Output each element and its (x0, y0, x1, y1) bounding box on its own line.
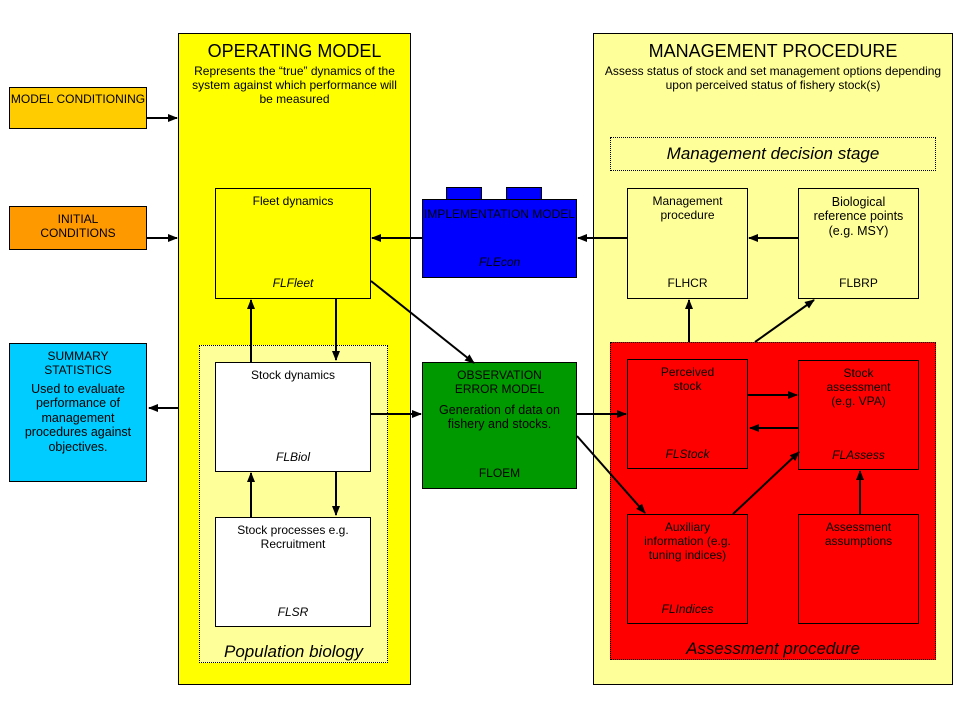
stock-assessment-box: Stock assessment (e.g. VPA) FLAssess (798, 360, 919, 470)
auxiliary-information-class: FLIndices (661, 602, 714, 616)
stock-assessment-label: Stock assessment (e.g. VPA) (826, 366, 891, 408)
fleet-dynamics-label: Fleet dynamics (252, 194, 334, 208)
stock-assessment-class: FLAssess (832, 448, 885, 462)
auxiliary-information-box: Auxiliary information (e.g. tuning indic… (627, 514, 748, 624)
perceived-stock-label: Perceived stock (660, 365, 715, 393)
implementation-tab-left (446, 187, 482, 201)
operating-model-subtitle: Represents the “true” dynamics of the sy… (192, 64, 397, 106)
management-procedure-subtitle: Assess status of stock and set managemen… (604, 64, 942, 92)
management-decision-stage-label: Management decision stage (666, 144, 880, 163)
observation-error-model-body: Generation of data on fishery and stocks… (439, 403, 560, 432)
arrow-assessment-to-brp (754, 299, 815, 343)
management-decision-stage-box: Management decision stage (610, 137, 936, 171)
initial-conditions-label: INITIAL CONDITIONS (40, 212, 116, 240)
biological-reference-points-box: Biological reference points (e.g. MSY) F… (798, 188, 919, 299)
management-procedure-title: MANAGEMENT PROCEDURE (648, 41, 898, 61)
implementation-model-class: FLEcon (478, 255, 521, 269)
implementation-model-label: IMPLEMENTATION MODEL (424, 207, 575, 221)
biological-reference-points-label: Biological reference points (e.g. MSY) (813, 195, 904, 238)
population-biology-label: Population biology (224, 642, 363, 661)
observation-error-model-box: OBSERVATION ERROR MODEL Generation of da… (422, 362, 577, 489)
management-procedure-box: Management procedure FLHCR (627, 188, 748, 299)
initial-conditions-box: INITIAL CONDITIONS (9, 206, 147, 250)
stock-processes-class: FLSR (277, 605, 309, 619)
implementation-tab-right (506, 187, 542, 201)
observation-error-model-title: OBSERVATION ERROR MODEL (454, 368, 545, 396)
perceived-stock-box: Perceived stock FLStock (627, 359, 748, 469)
biological-reference-points-class: FLBRP (839, 276, 878, 290)
auxiliary-information-label: Auxiliary information (e.g. tuning indic… (644, 520, 731, 562)
assessment-assumptions-label: Assessment assumptions (824, 520, 893, 548)
assessment-assumptions-box: Assessment assumptions (798, 514, 919, 624)
implementation-model-box: IMPLEMENTATION MODEL FLEcon (422, 199, 577, 278)
management-procedure-class: FLHCR (667, 276, 708, 290)
summary-statistics-title: SUMMARY STATISTICS (44, 349, 112, 377)
stock-dynamics-label: Stock dynamics (250, 368, 336, 382)
stock-dynamics-class: FLBiol (275, 450, 310, 464)
fleet-dynamics-class: FLFleet (272, 276, 314, 290)
assessment-procedure-label: Assessment procedure (686, 639, 860, 658)
stock-dynamics-box: Stock dynamics FLBiol (215, 362, 371, 472)
arrow-observation-to-auxiliary (576, 435, 646, 514)
arrow-fleet-to-observation (370, 280, 475, 364)
model-conditioning-box: MODEL CONDITIONING (9, 87, 147, 129)
summary-statistics-box: SUMMARY STATISTICS Used to evaluate perf… (9, 343, 147, 482)
operating-model-title: OPERATING MODEL (207, 41, 382, 61)
observation-error-model-class: FLOEM (478, 466, 521, 480)
stock-processes-label: Stock processes e.g. Recruitment (237, 523, 349, 551)
arrow-auxiliary-to-assessment (732, 451, 800, 515)
fleet-dynamics-box: Fleet dynamics FLFleet (215, 188, 371, 299)
stock-processes-box: Stock processes e.g. Recruitment FLSR (215, 517, 371, 627)
management-procedure-label: Management procedure (652, 194, 723, 222)
summary-statistics-body: Used to evaluate performance of manageme… (24, 382, 132, 454)
model-conditioning-label: MODEL CONDITIONING (10, 92, 146, 106)
perceived-stock-class: FLStock (665, 447, 710, 461)
